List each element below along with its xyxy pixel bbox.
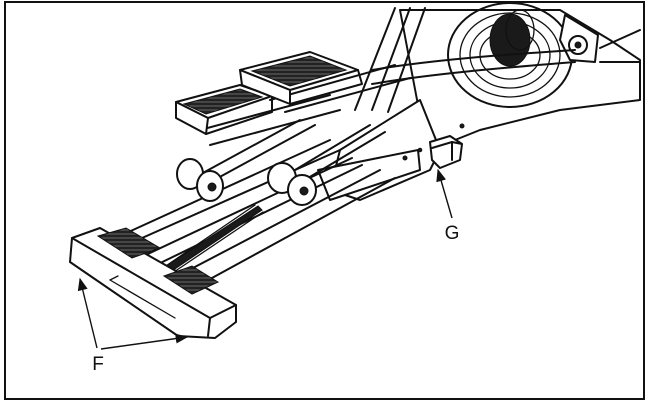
- callout-label-f: F: [92, 354, 104, 375]
- leader-arrow: [77, 277, 98, 349]
- rear-stabilizer-cap: [429, 135, 463, 169]
- leader-arrow: [436, 168, 453, 219]
- rails: [99, 139, 396, 291]
- diagram-border: [4, 1, 645, 400]
- rollers: [176, 158, 317, 206]
- right-pedal: [239, 51, 363, 105]
- elliptical-trainer-illustration: [69, 2, 641, 339]
- callout-g: G: [436, 168, 460, 244]
- upright-arms: [354, 7, 576, 113]
- callout-f: F: [77, 277, 189, 375]
- callout-label-g: G: [445, 223, 460, 244]
- center-frame: [317, 99, 465, 201]
- leader-arrow: [100, 333, 189, 350]
- left-pedal: [175, 84, 273, 135]
- front-stabilizer: [69, 227, 237, 339]
- flywheel-housing: [399, 2, 641, 161]
